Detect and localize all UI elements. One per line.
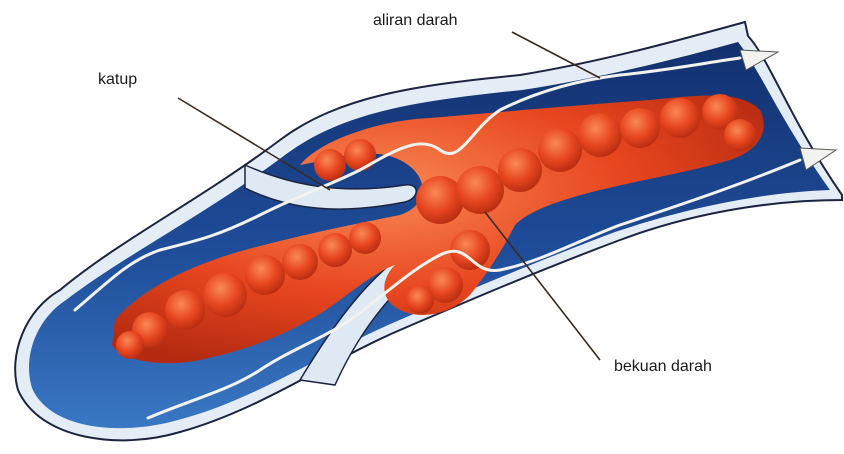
label-blood-flow: aliran darah [373, 13, 458, 29]
label-blood-clot: bekuan darah [614, 359, 712, 375]
label-valve: katup [98, 72, 137, 88]
